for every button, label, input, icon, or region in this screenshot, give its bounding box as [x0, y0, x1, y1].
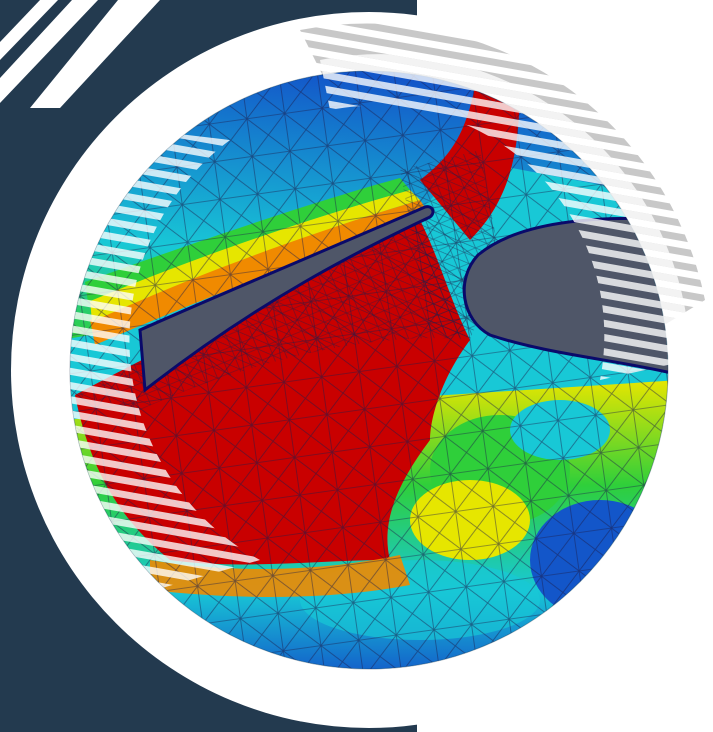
- stripe-overlay-left: [70, 120, 260, 600]
- stripe-overlay-right: [320, 54, 690, 380]
- corner-slashes: [0, 0, 160, 108]
- airfoil-main: [138, 205, 435, 393]
